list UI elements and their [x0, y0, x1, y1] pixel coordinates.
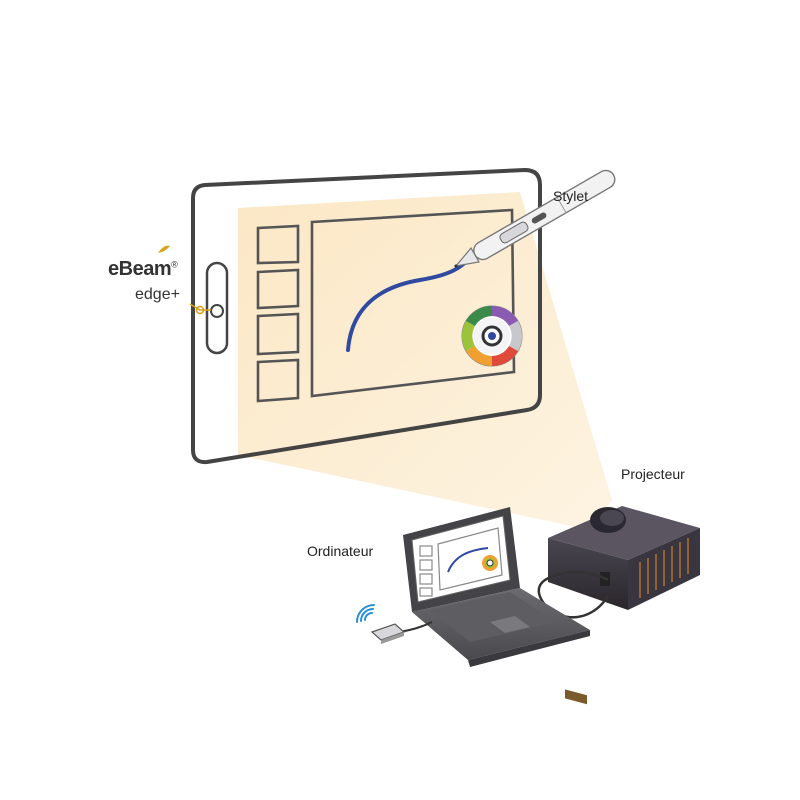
usb-dongle	[370, 623, 406, 644]
projector-cable	[537, 570, 610, 619]
projector-label: Projecteur	[621, 466, 685, 482]
usb-cable	[399, 621, 433, 633]
brand-leaf-icon	[158, 245, 170, 253]
brand-name: eBeam®	[108, 258, 178, 280]
thumbnail-panel-2	[256, 268, 300, 310]
canvas-panel	[310, 208, 516, 398]
brand-leader	[189, 303, 211, 311]
projected-ui	[256, 208, 516, 403]
computer-label: Ordinateur	[307, 543, 374, 559]
brand-leader-dot	[195, 305, 205, 315]
projection-beam	[238, 192, 612, 530]
wifi-icon	[356, 604, 375, 623]
receiver-button	[210, 304, 224, 318]
whiteboard-frame	[191, 168, 542, 465]
laptop	[403, 507, 590, 667]
thumbnail-panel-3	[256, 312, 300, 356]
pen-curve	[346, 253, 474, 352]
thumbnail-panel-4	[256, 358, 300, 403]
thumbnail-panel-1	[256, 224, 300, 265]
projector	[548, 506, 700, 705]
stylus-label: Stylet	[553, 188, 589, 204]
brand-model: edge+	[135, 286, 180, 303]
color-wheel-icon	[461, 305, 523, 367]
stylus-pen	[454, 169, 616, 268]
